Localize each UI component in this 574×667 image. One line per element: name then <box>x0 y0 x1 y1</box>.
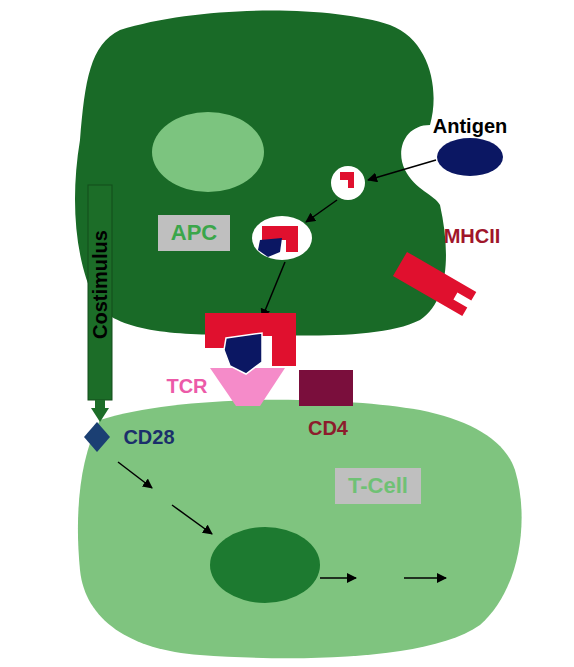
presented-peptide <box>224 333 262 374</box>
cell-nucleus <box>152 112 264 192</box>
cell-membrane <box>75 11 446 336</box>
receptor-label: MHCII <box>438 224 506 248</box>
antigen-label: Antigen <box>428 115 512 137</box>
receptor-label: TCR <box>164 374 210 398</box>
apc-cell: APC <box>75 8 450 343</box>
receptor-label: CD28 <box>114 425 184 449</box>
apc-cell-outline <box>75 8 450 343</box>
signal-connector <box>95 400 105 408</box>
signal-band <box>88 185 112 400</box>
costimulus-band: Costimulus <box>88 185 112 400</box>
mhc-shape <box>393 252 476 316</box>
cell-nucleus <box>210 527 320 603</box>
cd4-shape <box>299 370 353 406</box>
cell-name-box: APC <box>158 215 230 251</box>
mhc-receptor: MHCII <box>388 222 506 317</box>
antigen-blob: Antigen <box>428 115 512 177</box>
receptor-label: CD4 <box>297 416 359 440</box>
cell-membrane <box>78 400 522 658</box>
cell-name-box: T-Cell <box>335 468 421 504</box>
antigen-shape <box>437 138 503 176</box>
tcr-receptor: TCR <box>164 366 288 408</box>
cd4-coreceptor: CD4 <box>297 370 359 442</box>
cd28-receptor: CD28 <box>84 422 184 452</box>
band-label: Costimulus <box>88 190 112 380</box>
